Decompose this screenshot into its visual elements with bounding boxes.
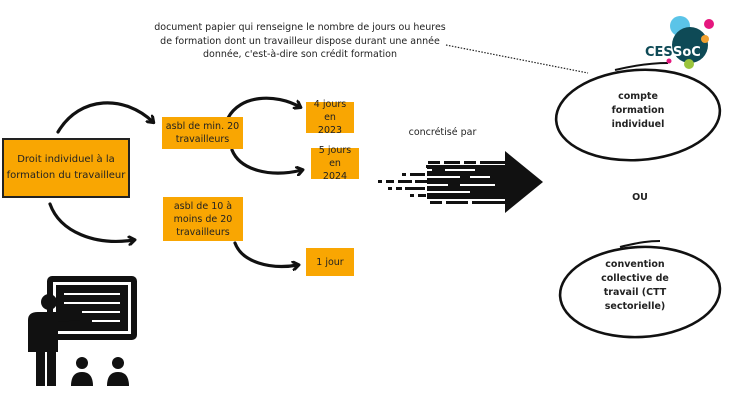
speed-arrow-icon	[378, 151, 543, 213]
connector-label: concrétisé par	[408, 127, 477, 138]
branch-line: travailleurs	[175, 134, 230, 145]
arrow-to-1jour	[233, 241, 298, 266]
option-line: collective de	[601, 273, 669, 284]
option-ellipse-convention	[558, 245, 722, 339]
option-line: convention	[605, 259, 665, 270]
option-line: travail (CTT	[603, 287, 667, 298]
outcome-4jours-box: 4 jours en 2023	[306, 99, 354, 136]
arrow-to-4jours	[226, 96, 300, 120]
arrow-to-5jours	[230, 148, 302, 173]
outcome-5jours-box: 5 jours en 2024	[311, 145, 359, 182]
note-line: document papier qui renseigne le nombre …	[154, 22, 446, 33]
outcome-line: 2024	[322, 171, 348, 182]
branch-line: moins de 20	[173, 213, 233, 225]
arrow-to-10to20	[48, 202, 134, 241]
outcome-line: 1 jour	[316, 256, 344, 268]
dotted-connector	[445, 44, 589, 74]
svg-text:CES: CES	[645, 45, 673, 60]
branch-line: travailleurs	[176, 226, 230, 238]
branch-line: asbl de min. 20	[165, 121, 240, 132]
outcome-line: 4 jours en	[313, 99, 347, 123]
svg-text:SoC: SoC	[673, 45, 701, 60]
option-line: compte	[618, 91, 658, 102]
or-separator: OU	[632, 192, 648, 203]
arrow-to-min20	[56, 101, 153, 134]
outcome-1jour-box: 1 jour	[306, 248, 354, 276]
teacher-classroom-icon	[28, 276, 137, 386]
option-convention-collective: convention collective de travail (CTT se…	[580, 258, 690, 314]
cessoc-logo: CES SoC	[645, 16, 714, 69]
outcome-line: 2023	[317, 125, 343, 136]
option-compte-formation: compte formation individuel	[588, 90, 688, 132]
option-ellipse-compte	[554, 68, 722, 162]
option-line: sectorielle)	[604, 301, 666, 312]
option-line: formation	[611, 105, 665, 116]
outcome-line: 5 jours en	[318, 145, 352, 169]
main-box-line: formation du travailleur	[6, 170, 126, 181]
option-line: individuel	[611, 119, 665, 130]
note-line: donnée, c'est-à-dire son crédit formatio…	[202, 49, 398, 60]
credit-definition-note: document papier qui renseigne le nombre …	[150, 21, 450, 62]
branch-min20-box: asbl de min. 20 travailleurs	[162, 117, 243, 149]
note-line: de formation dont un travailleur dispose…	[160, 35, 440, 47]
main-right-box: Droit individuel à la formation du travai…	[2, 138, 130, 198]
branch-line: asbl de 10 à	[173, 200, 233, 212]
main-box-line: Droit individuel à la	[17, 154, 115, 165]
